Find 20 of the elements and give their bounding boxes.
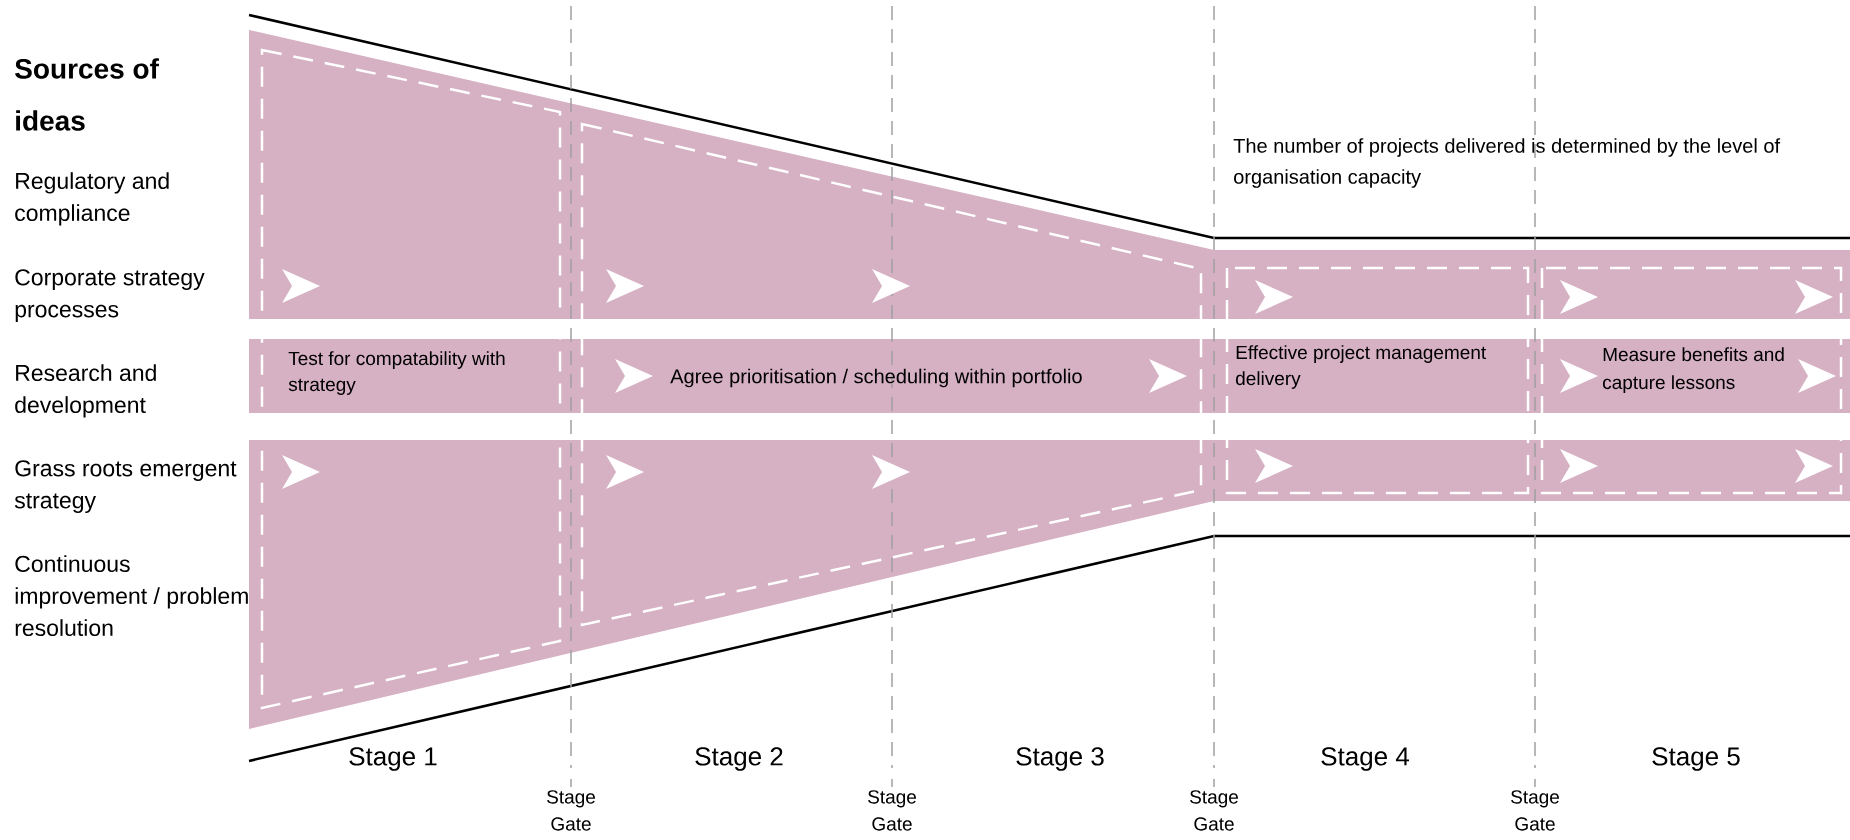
heading: Sources of ideas xyxy=(15,58,159,131)
stage-task-text: Measure benefits and capture lessons xyxy=(1603,347,1784,393)
gate-label: Stage Gate xyxy=(1190,790,1238,831)
stage-label: Stage 5 xyxy=(1652,747,1740,771)
stage-label: Stage 4 xyxy=(1321,747,1410,771)
source-label: Regulatory and compliance xyxy=(15,172,169,226)
stage-task-text: Effective project management delivery xyxy=(1236,345,1487,389)
stage-label: Stage 2 xyxy=(695,747,783,771)
stage-task-text: Test for compatability with strategy xyxy=(288,351,505,395)
stage-label: Stage 3 xyxy=(1016,747,1104,771)
source-label: Corporate strategy processes xyxy=(15,269,205,322)
stage-label: Stage 1 xyxy=(349,747,437,771)
gate-label: Stage Gate xyxy=(547,790,595,831)
stage-task-text: Agree prioritisation / scheduling within portfolio xyxy=(670,368,1082,388)
source-label: Grass roots emergent strategy xyxy=(14,460,237,513)
source-label: Research and development xyxy=(15,364,156,418)
source-label: Continuous improvement / problem resolution xyxy=(15,555,248,637)
gate-label: Stage Gate xyxy=(868,790,916,831)
gate-label: Stage Gate xyxy=(1511,790,1559,831)
note-text: The number of projects delivered is determined by the level of organisation capacity xyxy=(1233,138,1781,188)
